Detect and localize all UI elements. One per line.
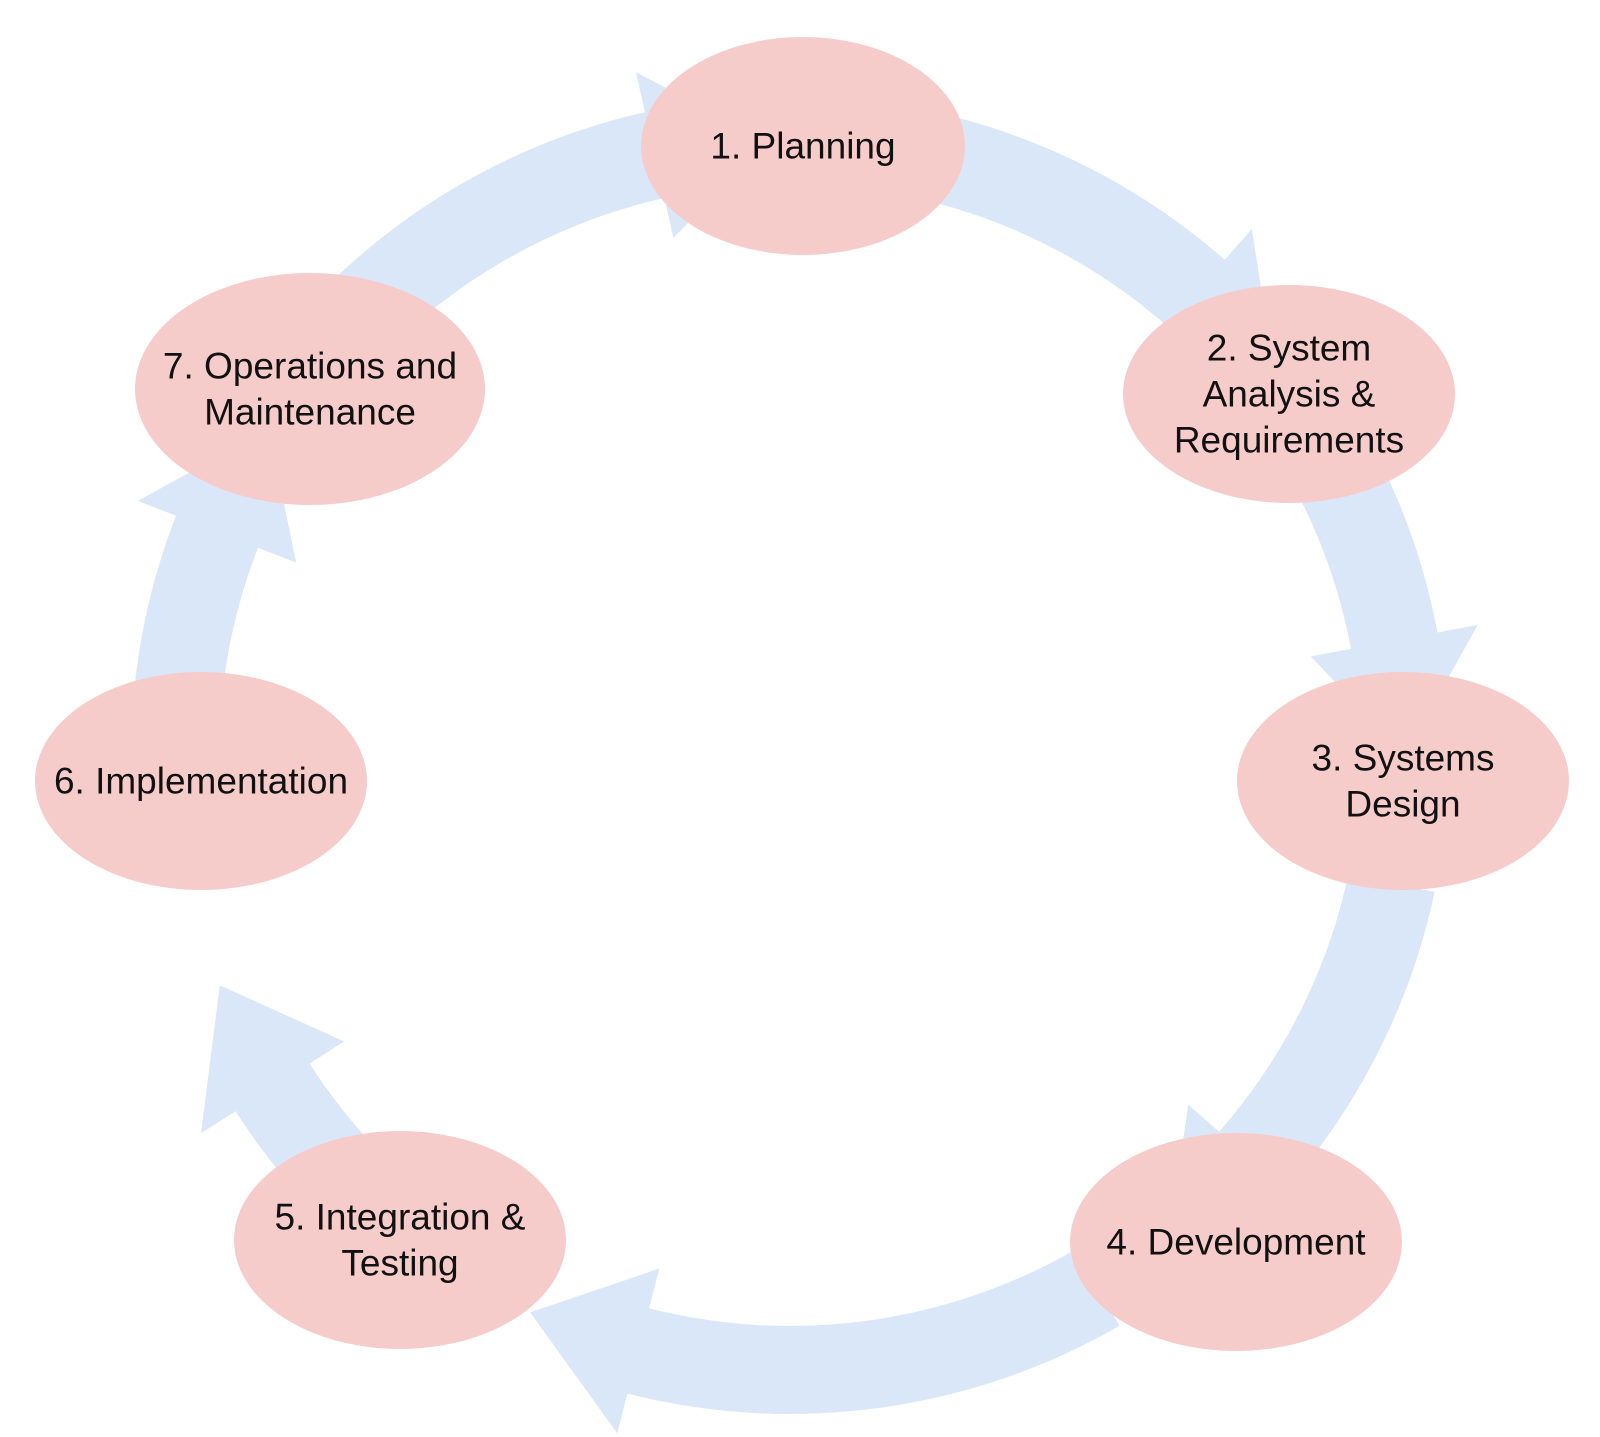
stage-label-implementation-line-1: 6. Implementation (54, 761, 348, 802)
arrow-development-to-integration-testing (530, 1249, 1120, 1434)
stage-label-systems-design-line-1: 3. Systems (1312, 738, 1495, 779)
stage-label-systems-design-line-2: Design (1345, 784, 1460, 825)
stage-implementation: 6. Implementation (35, 672, 367, 890)
stage-ellipse-systems-design (1237, 672, 1569, 890)
stage-label-development-line-1: 4. Development (1106, 1222, 1366, 1263)
stage-ellipse-planning (641, 37, 965, 255)
stage-ellipse-development (1070, 1133, 1402, 1351)
stage-label-system-analysis-requirements-line-3: Requirements (1174, 420, 1404, 461)
stage-label-operations-maintenance-line-1: 7. Operations and (163, 346, 457, 387)
stage-label-operations-maintenance-line-2: Maintenance (204, 392, 416, 433)
stage-integration-testing: 5. Integration & Testing (234, 1131, 566, 1349)
stage-label-integration-testing-line-1: 5. Integration & (275, 1197, 526, 1238)
stage-planning: 1. Planning (641, 37, 965, 255)
stage-ellipse-integration-testing (234, 1131, 566, 1349)
stage-ellipse-system-analysis-requirements (1123, 285, 1455, 503)
stage-label-integration-testing-line-2: Testing (341, 1243, 458, 1284)
stage-label-system-analysis-requirements-line-2: Analysis & (1203, 374, 1376, 415)
stage-ellipse-implementation (35, 672, 367, 890)
stage-development: 4. Development (1070, 1133, 1402, 1351)
stage-ellipse-operations-maintenance (135, 273, 485, 505)
stage-label-planning-line-1: 1. Planning (710, 126, 895, 167)
stage-label-system-analysis-requirements-line-1: 2. System (1207, 328, 1372, 369)
